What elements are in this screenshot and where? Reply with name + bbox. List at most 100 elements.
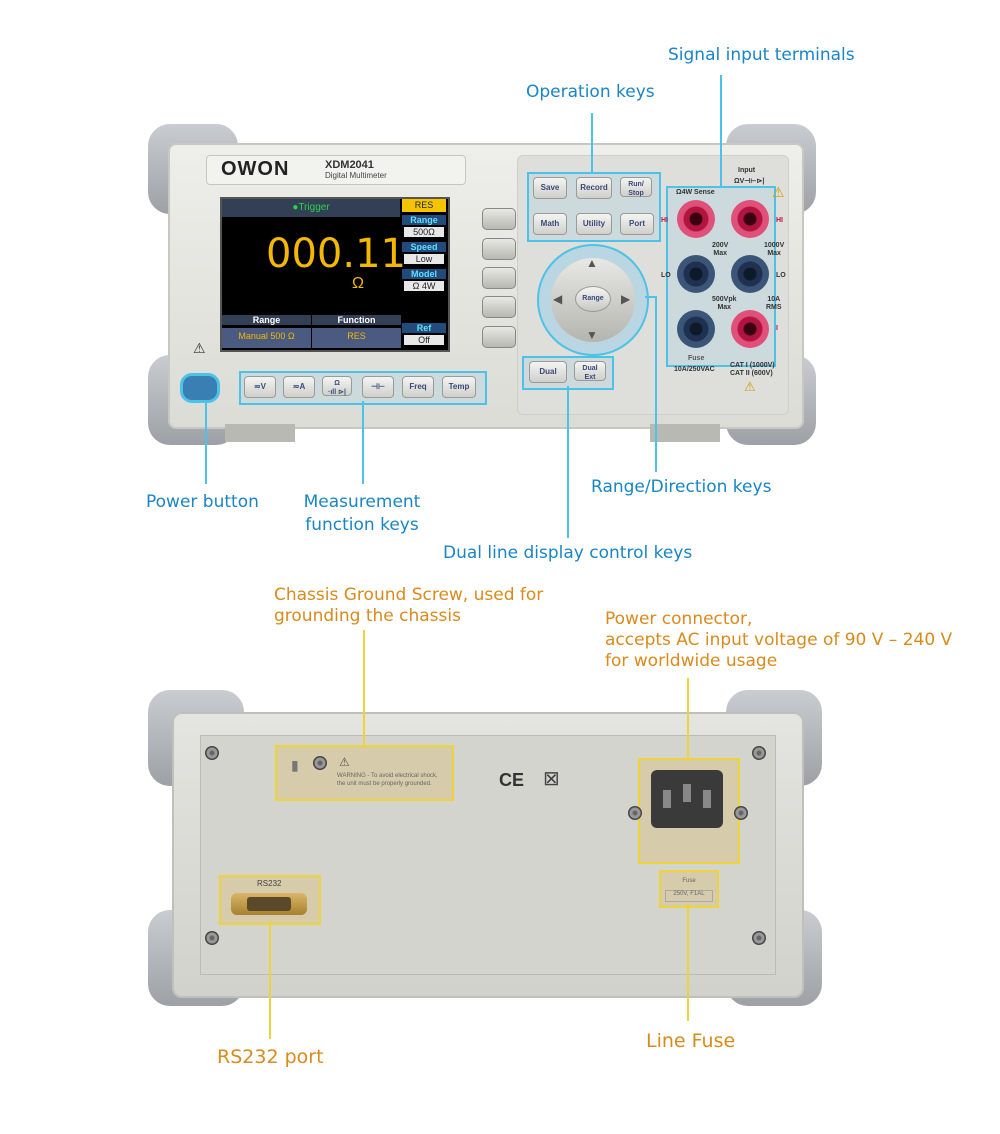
callout-measurement-keys-line1: Measurement — [303, 492, 421, 512]
callout-power-connector-line2: accepts AC input voltage of 90 V – 240 V — [605, 630, 953, 650]
up-arrow-icon[interactable]: ▲ — [586, 256, 598, 270]
model-name: XDM2041 — [325, 159, 374, 171]
input-hi-terminal[interactable] — [731, 200, 769, 238]
callout-power-connector-line1: Power connector, — [605, 609, 753, 629]
fuse-callout-line — [687, 904, 689, 1021]
rs232-label: RS232 — [257, 879, 282, 888]
brand-logo: OWON — [221, 158, 290, 180]
fuse-rating-text: 250V, F1AL — [665, 890, 713, 902]
port-key[interactable]: Port — [620, 213, 654, 235]
trigger-bar: ●Trigger — [222, 199, 400, 217]
fuse-rating-label: 10A/250VAC — [674, 366, 715, 373]
save-key[interactable]: Save — [533, 177, 567, 199]
hi-left-label: HI — [661, 217, 668, 224]
run-stop-key[interactable]: Run/ Stop — [620, 177, 652, 197]
power-connector-callout-line — [687, 678, 689, 758]
fuse-label: Fuse — [688, 355, 705, 362]
callout-line-fuse: Line Fuse — [646, 1030, 736, 1052]
terminals-callout-line — [720, 75, 722, 187]
utility-key[interactable]: Utility — [576, 213, 612, 235]
soft-key-3[interactable] — [482, 267, 516, 289]
rs232-connector[interactable] — [231, 893, 307, 915]
max-200v-label: 200V Max — [712, 242, 729, 257]
math-key[interactable]: Math — [533, 213, 567, 235]
model-subtitle: Digital Multimeter — [325, 171, 387, 180]
ac-power-socket[interactable] — [651, 770, 723, 828]
max-1000v-label: 1000V Max — [764, 242, 785, 257]
power-connector-highlight — [638, 758, 740, 864]
side-model-value: Ω 4W — [404, 281, 444, 291]
callout-signal-input-terminals: Signal input terminals — [668, 45, 855, 65]
callout-operation-keys: Operation keys — [526, 82, 655, 102]
dual-callout-line — [567, 386, 569, 538]
side-model-label: Model — [402, 269, 446, 279]
temp-key[interactable]: Temp — [442, 376, 476, 398]
rs232-pins — [247, 897, 291, 911]
ground-screw-highlight: ▮ ⚠ WARNING - To avoid electrical shock,… — [275, 745, 454, 801]
table-value-range: Manual 500 Ω — [222, 328, 311, 348]
socket-pin-center — [683, 784, 691, 802]
power-button[interactable] — [180, 373, 220, 403]
callout-measurement-keys-line2: function keys — [305, 515, 419, 535]
range-callout-line-h — [645, 296, 657, 298]
soft-key-5[interactable] — [482, 326, 516, 348]
chassis-ground-screw[interactable] — [313, 756, 327, 770]
dcv-key[interactable]: ≂V — [244, 376, 276, 398]
fuse-label-text: Fuse — [682, 878, 696, 884]
screw-bottom-right — [752, 931, 766, 945]
lo-left-label: LO — [661, 272, 671, 279]
input-lo-terminal[interactable] — [731, 255, 769, 293]
soft-key-1[interactable] — [482, 208, 516, 230]
lo-right-label: LO — [776, 272, 786, 279]
ce-mark: CE — [499, 770, 525, 790]
side-speed-value: Low — [404, 254, 444, 264]
soft-key-4[interactable] — [482, 296, 516, 318]
current-terminal[interactable] — [731, 310, 769, 348]
weee-icon: ⊠ — [543, 768, 560, 790]
rms-10a-label: 10A RMS — [766, 296, 782, 311]
ground-callout-line — [363, 630, 365, 745]
rs232-highlight: RS232 — [219, 875, 321, 925]
table-header-range: Range — [222, 315, 311, 325]
input-warning-icon: ⚠ — [772, 184, 785, 200]
range-center-key[interactable]: Range — [575, 286, 611, 312]
sense-label: Ω4W Sense — [676, 189, 715, 196]
power-callout-line — [205, 400, 207, 484]
left-arrow-icon[interactable]: ◀ — [553, 292, 563, 306]
screw-top-right — [752, 746, 766, 760]
side-range-value: 500Ω — [404, 227, 444, 237]
dual-key[interactable]: Dual — [529, 361, 567, 383]
record-key[interactable]: Record — [576, 177, 612, 199]
table-header-function: Function — [312, 315, 401, 325]
freq-key[interactable]: Freq — [402, 376, 434, 398]
right-arrow-icon[interactable]: ▶ — [621, 292, 631, 306]
front-stand-right — [650, 424, 720, 442]
trigger-indicator: ●Trigger — [292, 202, 330, 213]
down-arrow-icon[interactable]: ▼ — [586, 328, 598, 342]
soft-key-2[interactable] — [482, 238, 516, 260]
callout-chassis-ground-line2: grounding the chassis — [274, 606, 461, 626]
cat-rating-label: CAT I (1000V) CAT II (600V) — [730, 362, 775, 377]
current-label: I — [776, 325, 778, 332]
input-sub-label: ΩV⊣⊢⊳| — [734, 178, 765, 185]
dual-ext-key[interactable]: Dual Ext — [574, 361, 606, 381]
sense-lo-terminal[interactable] — [677, 255, 715, 293]
connector-screw-right — [734, 806, 748, 820]
dca-key[interactable]: ≂A — [283, 376, 315, 398]
table-value-function: RES — [312, 328, 401, 348]
warning-text-line2: the unit must be properly grounded. — [337, 781, 432, 787]
connector-screw-left — [628, 806, 642, 820]
operation-callout-line — [591, 113, 593, 173]
side-ref-label: Ref — [402, 323, 446, 333]
ground-warning-icon: ⚠ — [339, 755, 350, 769]
capacitance-key[interactable]: ⊣⊢ — [362, 376, 394, 398]
resistance-key[interactable]: Ω ·ıll ⊳| — [322, 376, 352, 396]
side-ref-value: Off — [404, 335, 444, 345]
max-500vpk-label: 500Vpk Max — [712, 296, 737, 311]
lock-icon: ▮ — [291, 757, 299, 773]
lcd-screen: ●Trigger RES 000.11 Ω Range 500Ω Speed L… — [220, 197, 450, 352]
callout-power-button: Power button — [146, 492, 259, 512]
sense-hi-terminal[interactable] — [677, 200, 715, 238]
fuse-holder[interactable] — [677, 310, 715, 348]
warning-text-line1: WARNING - To avoid electrical shock, — [337, 773, 438, 779]
